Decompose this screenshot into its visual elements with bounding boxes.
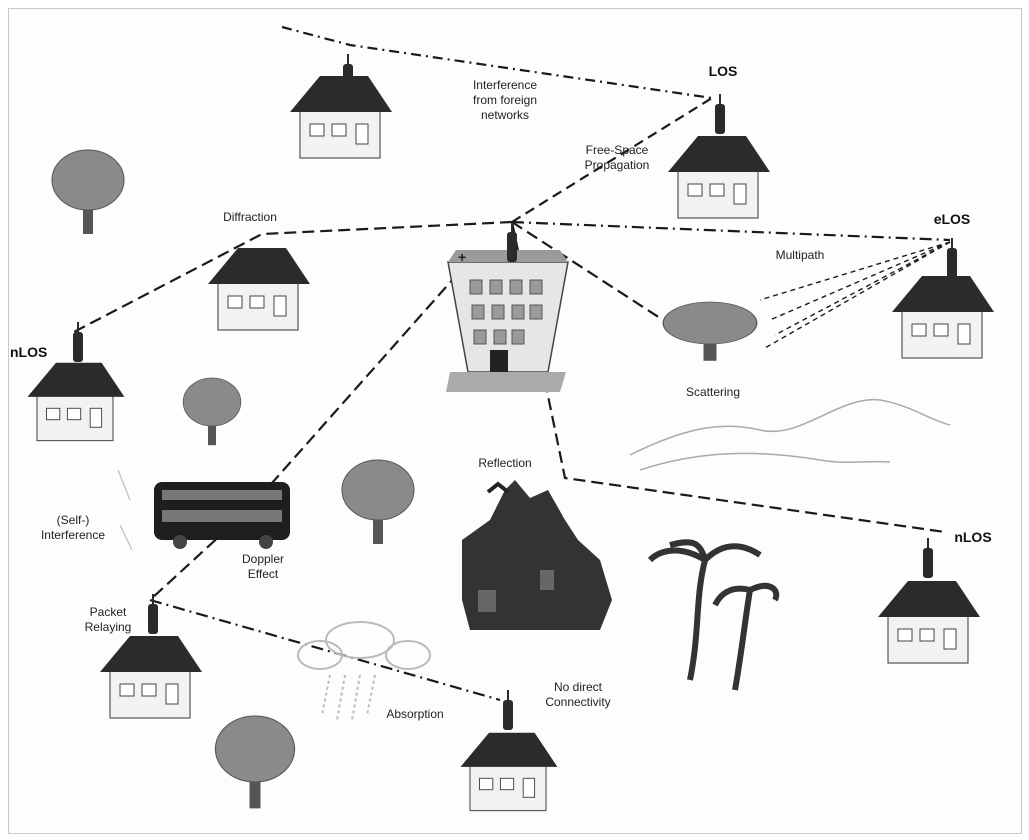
castle-icon: [462, 480, 612, 630]
tree-icon: [662, 301, 758, 362]
label-no-direct: No direct Connectivity: [545, 680, 611, 709]
link-packet-relay: [149, 598, 501, 702]
label-doppler: Doppler Effect: [241, 552, 285, 581]
tree-icon: [182, 377, 242, 446]
antenna-icon: [946, 237, 958, 279]
link-scattering: [511, 221, 661, 319]
label-elos: eLOS: [933, 211, 971, 227]
house-icon: [891, 275, 995, 359]
tree-icon: [341, 459, 415, 545]
label-diffraction: Diffraction: [223, 210, 277, 224]
cloud-icon: [297, 621, 431, 721]
tree-icon: [51, 149, 125, 235]
antenna-icon: [922, 537, 934, 579]
tower-building-icon: +: [446, 249, 569, 392]
link-diffraction: [71, 220, 513, 334]
link-doppler: [149, 259, 471, 601]
bus-icon: [154, 482, 290, 549]
label-scattering: Scattering: [685, 385, 741, 399]
antenna-icon: [502, 689, 514, 731]
label-nlos-left: nLOS: [10, 344, 48, 360]
label-los: LOS: [708, 63, 738, 79]
house-icon: [26, 362, 125, 442]
link-self-interference: [117, 469, 133, 551]
antenna-icon: [714, 93, 726, 135]
link-los: [511, 97, 713, 223]
label-packet-relaying: Packet Relaying: [84, 605, 132, 634]
tree-icon: [214, 715, 296, 809]
hills-icon: [629, 398, 951, 471]
house-icon: [459, 732, 558, 812]
link-foreign-interference: [281, 25, 713, 100]
multipath-lines: [759, 241, 951, 349]
house-icon: [207, 247, 311, 331]
label-multipath: Multipath: [775, 248, 825, 262]
palm-tree-icon: [647, 539, 780, 691]
link-reflection: [510, 221, 946, 534]
svg-text:+: +: [458, 249, 466, 265]
label-self-interference: (Self-) Interference: [40, 513, 106, 542]
house-icon: [289, 75, 393, 159]
label-reflection: Reflection: [478, 456, 532, 470]
label-free-space: Free-Space Propagation: [584, 143, 650, 172]
label-absorption: Absorption: [386, 707, 444, 721]
antenna-icon: [342, 53, 354, 95]
house-icon: [667, 135, 771, 219]
house-icon: [877, 580, 981, 664]
label-nlos-right: nLOS: [954, 529, 992, 545]
antenna-icon: [506, 221, 518, 263]
label-interference-foreign: Interference from foreign networks: [472, 78, 538, 122]
house-icon: [99, 635, 203, 719]
link-elos: [511, 220, 951, 242]
antenna-icon: [147, 593, 159, 635]
